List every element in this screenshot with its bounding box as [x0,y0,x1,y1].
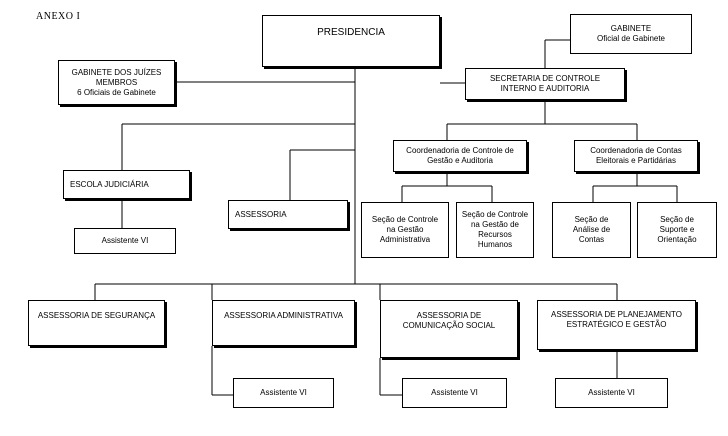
node-text-line: SECRETARIA DE CONTROLE [489,74,601,83]
node-text-line: ASSESSORIA [235,209,287,219]
node-text-line: GABINETE [610,24,652,33]
node-text-line: na Gestão de [470,220,520,229]
node-text-line: GABINETE DOS JUÍZES [71,67,162,77]
node-text-line: ASSESSORIA DE [416,311,482,320]
node-text-line: Seção de [660,215,694,224]
node-text-line: Coordenadoria de Controle de [406,146,514,155]
node-text-line: MEMBROS [95,77,138,87]
node-text-line: Assistente VI [431,388,478,397]
annex-label: ANEXO I [36,11,81,22]
node-text-line: Análise de [572,225,611,234]
node-presidencia: PRESIDENCIA [262,15,440,67]
node-assessoria: ASSESSORIA [228,200,348,229]
node-text-line: Coordenadoria de Contas [590,146,682,155]
node-escola: ESCOLA JUDICIÁRIA [63,170,190,199]
node-text-line: Orientação [657,235,697,244]
node-text-line: Seção de Controle [371,215,439,224]
node-text-line: ESCOLA JUDICIÁRIA [70,179,149,189]
node-text-line: Seção de Controle [461,210,529,219]
node-text-line: ESTRATÉGICO E GESTÃO [566,320,667,329]
node-assistente-com: Assistente VI [402,378,507,408]
node-text-line: ASSESSORIA DE SEGURANÇA [37,311,156,320]
node-text-line: Eleitorais e Partidárias [595,156,677,165]
node-text-line: Administrativa [379,235,431,244]
node-text-line: Oficial de Gabinete [596,34,666,43]
node-text-line: na Gestão [386,225,424,234]
node-text-line: Seção de [574,215,609,224]
node-assistente-adm: Assistente VI [233,378,334,408]
node-administrativa: ASSESSORIA ADMINISTRATIVA [212,300,355,346]
node-text-line: ASSESSORIA DE PLANEJAMENTO [550,310,682,319]
node-seguranca: ASSESSORIA DE SEGURANÇA [28,300,165,346]
node-assistente-escola: Assistente VI [74,228,176,254]
node-assistente-plan: Assistente VI [555,378,668,408]
node-text-line: COMUNICAÇÃO SOCIAL [402,321,496,330]
node-text-line: Assistente VI [101,236,149,245]
node-text-line: Recursos [478,230,512,239]
node-text-line: Suporte e [659,225,695,234]
node-text-line: Contas [578,235,605,244]
node-text-line: INTERNO E AUDITORIA [500,84,590,93]
node-text-line: Gestão e Auditoria [427,156,493,165]
node-text-line: Humanos [477,240,513,249]
node-text-line: Assistente VI [260,388,307,397]
node-text-line: Assistente VI [588,388,635,397]
node-text-line: 6 Oficiais de Gabinete [77,87,156,97]
node-text-line: ASSESSORIA ADMINISTRATIVA [224,311,343,320]
node-text-line: PRESIDENCIA [317,27,385,38]
